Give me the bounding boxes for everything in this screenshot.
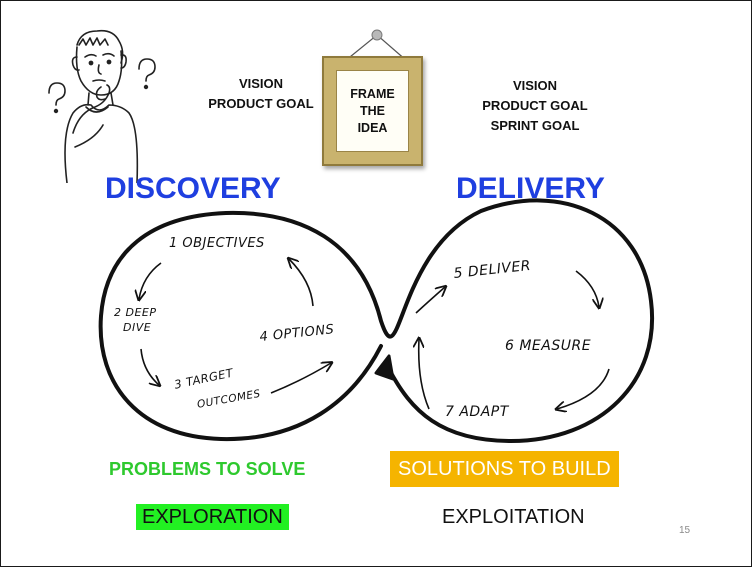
discovery-title: DISCOVERY xyxy=(105,172,281,205)
solutions-to-build-label: SOLUTIONS TO BUILD xyxy=(390,451,619,487)
vision-product-goal-left: VISION PRODUCT GOAL xyxy=(196,74,326,114)
loop-arrowhead xyxy=(374,354,395,381)
exploitation-label: EXPLOITATION xyxy=(442,506,585,528)
arrow-into-deliver xyxy=(415,287,445,314)
frame-line1: FRAME xyxy=(350,86,395,101)
exploration-label: EXPLORATION xyxy=(136,504,289,530)
page-number: 15 xyxy=(679,525,691,536)
arrow-objectives-to-deep-dive xyxy=(139,262,162,299)
vision-left-line2: PRODUCT GOAL xyxy=(208,96,314,111)
vision-product-sprint-goal-right: VISION PRODUCT GOAL SPRINT GOAL xyxy=(467,76,603,136)
vision-left-line1: VISION xyxy=(238,76,284,91)
step-measure: 6 MEASURE xyxy=(505,338,592,354)
arrow-measure-to-adapt xyxy=(557,368,610,409)
vision-right-line1: VISION xyxy=(512,78,558,93)
step-deep-dive-1: 2 DEEP xyxy=(114,306,157,319)
frame-inner: FRAME THE IDEA xyxy=(336,70,409,152)
step-adapt: 7 ADAPT xyxy=(445,404,509,420)
arrow-adapt-up xyxy=(419,339,430,410)
vision-right-line2: PRODUCT GOAL xyxy=(482,98,588,113)
arrow-target-to-options xyxy=(270,363,331,394)
arrow-deep-dive-to-target xyxy=(140,348,159,385)
arrow-deliver-to-measure xyxy=(575,270,599,307)
vision-right-line3: SPRINT GOAL xyxy=(490,118,580,133)
problems-to-solve-label: PROBLEMS TO SOLVE xyxy=(109,459,306,479)
frame-line3: IDEA xyxy=(357,120,388,135)
step-deep-dive-2: DIVE xyxy=(123,321,152,334)
step-objectives: 1 OBJECTIVES xyxy=(169,236,265,251)
frame-line2: THE xyxy=(360,103,385,118)
infinity-loop-path xyxy=(98,198,655,444)
frame-the-idea-picture: FRAME THE IDEA xyxy=(322,56,423,166)
arrow-options-to-objectives xyxy=(289,259,314,307)
thinking-person-icon xyxy=(48,29,156,183)
